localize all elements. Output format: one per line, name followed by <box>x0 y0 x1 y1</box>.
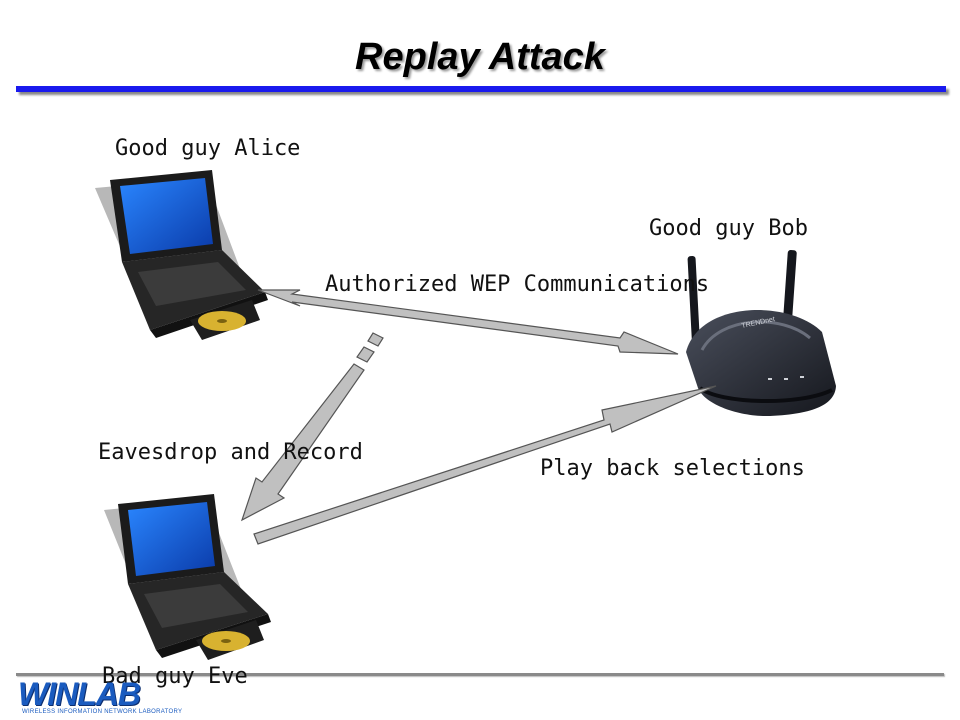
playback-arrow <box>253 385 717 545</box>
footer-divider <box>16 673 944 676</box>
slide-title: Replay Attack <box>355 36 605 78</box>
playback-label: Play back selections <box>540 456 805 481</box>
logo-subtext: WIRELESS INFORMATION NETWORK LABORATORY <box>22 709 183 715</box>
bob-router-icon: TRENDnet <box>686 250 836 417</box>
eve-label: Bad guy Eve <box>102 664 248 689</box>
authorized-wep-label: Authorized WEP Communications <box>325 272 710 297</box>
logo-text: WINLAB <box>18 676 141 712</box>
alice-laptop-icon <box>95 170 268 340</box>
title-underline <box>16 86 946 92</box>
eve-laptop-icon <box>104 494 271 660</box>
eavesdrop-label: Eavesdrop and Record <box>98 440 363 465</box>
bob-label: Good guy Bob <box>649 216 808 241</box>
authorized-wep-arrow <box>257 289 679 355</box>
winlab-logo: WINLAB WIRELESS INFORMATION NETWORK LABO… <box>18 676 182 718</box>
eavesdrop-arrow <box>240 332 384 522</box>
alice-label: Good guy Alice <box>115 136 301 161</box>
